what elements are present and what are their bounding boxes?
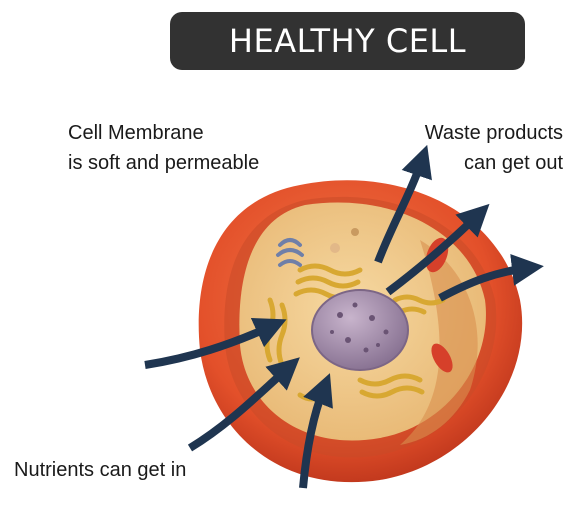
mitochondrion [330, 243, 340, 253]
ribosome [351, 228, 359, 236]
nucleus [312, 290, 408, 370]
